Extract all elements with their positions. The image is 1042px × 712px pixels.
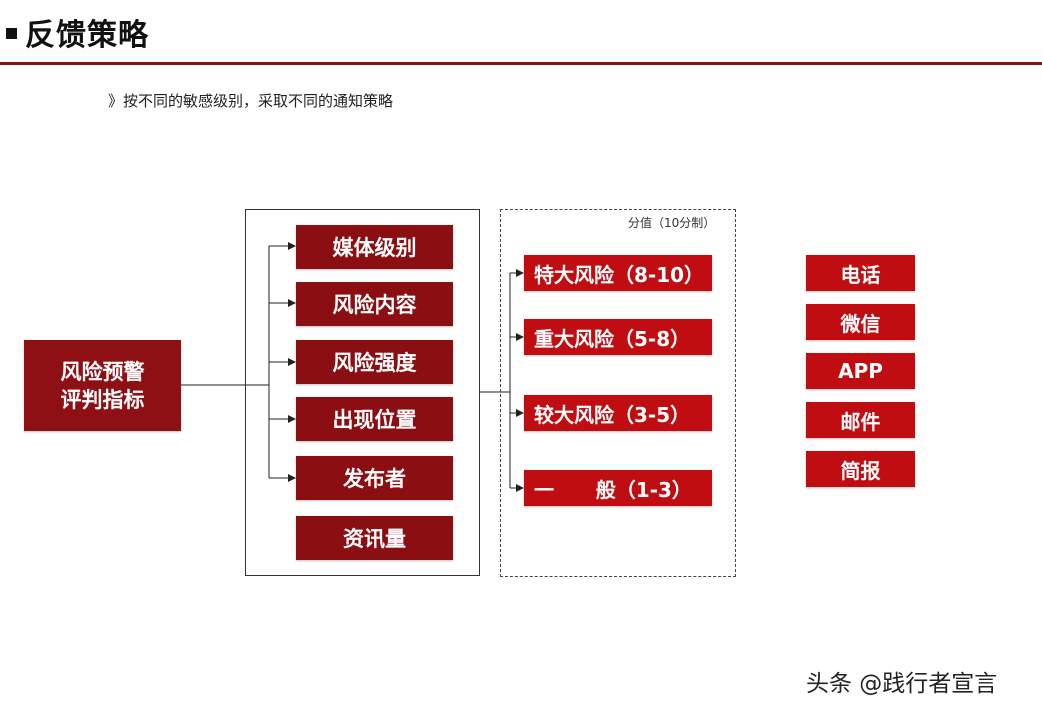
risk-level-significant: 较大风险（3-5） — [524, 395, 712, 431]
risk-warning-source-box: 风险预警 评判指标 — [24, 340, 181, 431]
score-scale-note: 分值（10分制） — [628, 216, 716, 230]
indicator-risk-content: 风险内容 — [296, 282, 453, 326]
risk-level-major: 重大风险（5-8） — [524, 319, 712, 355]
source-line-2: 评判指标 — [60, 387, 145, 412]
indicator-publisher: 发布者 — [296, 456, 453, 500]
risk-level-group-frame — [500, 209, 736, 577]
channel-briefing: 简报 — [806, 451, 915, 487]
risk-level-extreme: 特大风险（8-10） — [524, 255, 712, 291]
channel-phone: 电话 — [806, 255, 915, 291]
indicator-position: 出现位置 — [296, 397, 453, 441]
page-title: 反馈策略 — [25, 18, 149, 53]
indicator-volume: 资讯量 — [296, 516, 453, 560]
page-header: 反馈策略 — [6, 10, 149, 54]
channel-app: APP — [806, 353, 915, 389]
channel-email: 邮件 — [806, 402, 915, 438]
risk-level-general: 一 般（1-3） — [524, 470, 712, 506]
header-divider — [0, 62, 1042, 65]
indicator-media-level: 媒体级别 — [296, 225, 453, 269]
indicator-group-frame — [245, 209, 480, 576]
indicator-risk-intensity: 风险强度 — [296, 340, 453, 384]
source-watermark: 头条 @践行者宣言 — [806, 671, 998, 697]
square-bullet-icon — [6, 27, 17, 39]
source-line-1: 风险预警 — [60, 359, 145, 384]
channel-wechat: 微信 — [806, 304, 915, 340]
subtitle: 》按不同的敏感级别，采取不同的通知策略 — [108, 92, 394, 110]
